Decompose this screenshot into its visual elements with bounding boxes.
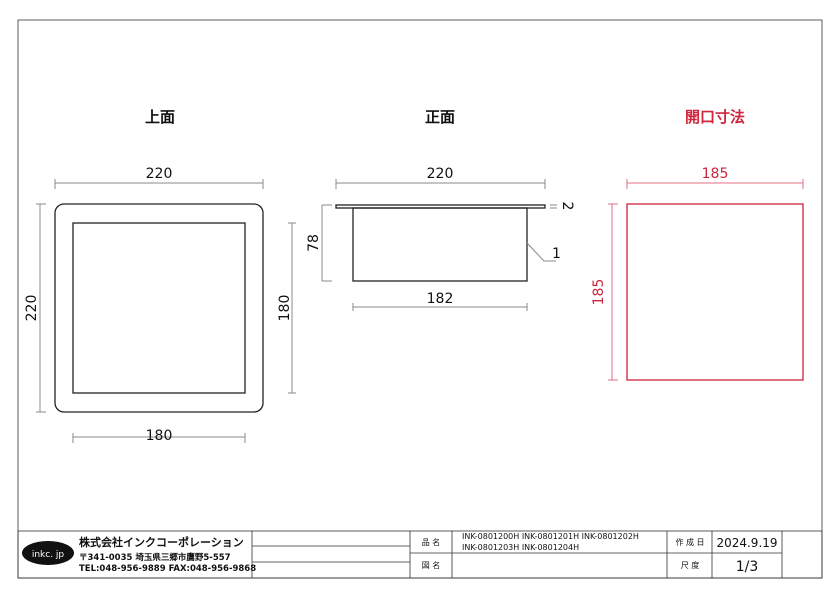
dim-line-flange [550,204,557,209]
company-address: 〒341-0035 埼玉県三郷市鷹野5-557 [79,552,231,563]
company-contact: TEL:048-956-9889 FAX:048-956-9868 [79,564,256,574]
inner-opening [72,222,246,394]
drawing-label: 図 名 [422,560,441,570]
scale-label: 尺 度 [681,560,700,570]
dim-line-width [335,179,546,189]
dim-height: 185 [591,279,607,306]
company-name: 株式会社インクコーポレーション [79,535,244,549]
dim-line-height [321,204,332,282]
dim-line-inner-width [72,433,246,443]
thickness-label: 1 [552,246,561,262]
logo-text: inkc. jp [32,550,65,560]
opening-view: 185 185 [591,166,804,381]
product-label: 品 名 [422,537,441,547]
dim-body-width: 182 [427,291,454,307]
dim-line-inner-height [288,222,296,394]
dim-width: 220 [427,166,454,182]
dim-line-height [36,203,46,413]
body [352,207,528,282]
sheet-border [17,19,823,579]
dim-inner-width: 180 [146,428,173,444]
dim-line-height [608,203,618,381]
opening-view-title: 開口寸法 [685,108,745,126]
dim-flange: 2 [559,202,575,211]
date-label: 作 成 日 [675,537,704,547]
title-block: inkc. jp 株式会社インクコーポレーション 〒341-0035 埼玉県三郷… [17,530,823,579]
front-view-title: 正面 [425,108,455,126]
product-line-2: INK-0801203H INK-0801204H [462,543,579,552]
dim-inner-height: 180 [277,295,293,322]
dim-line-width [626,179,804,189]
company-logo [22,541,74,565]
dim-height: 78 [306,234,322,252]
dim-width: 220 [146,166,173,182]
front-view: 220 78 182 2 1 [306,166,575,311]
dim-height: 220 [24,295,40,322]
top-view: 220 220 180 180 [24,166,296,444]
outer-frame [54,203,264,413]
product-line-1: INK-0801200H INK-0801201H INK-0801202H [462,532,639,541]
dim-line-width [54,179,264,189]
date-value: 2024.9.19 [716,536,777,550]
top-view-title: 上面 [145,108,175,126]
leader-line [526,242,556,262]
dim-width: 185 [702,166,729,182]
scale-value: 1/3 [736,559,759,575]
dim-line-body-width [352,303,528,311]
opening-rect [626,203,804,381]
